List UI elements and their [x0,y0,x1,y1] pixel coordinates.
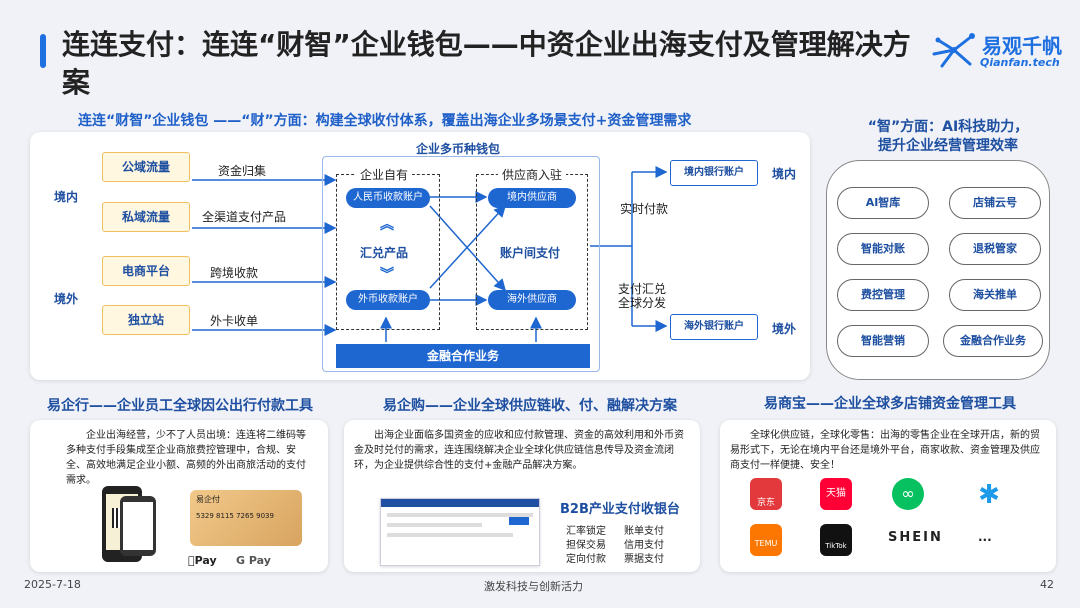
fx-down-icon: ︾ [380,267,394,283]
fx-product-label: 汇兑产品 [360,246,409,260]
cashier-screenshot [380,498,540,566]
flow-fund-collection: 资金归集 [218,164,267,178]
smart-section-heading-1: “智”方面：AI科技助力， [867,119,1029,135]
smart-item-marketing: 智能营销 [837,325,929,357]
rmb-account: 人民币收款账户 [346,188,430,208]
wallet-frame [322,156,600,372]
feature-bill-note: 票据支付 [624,554,664,565]
card-travel-title: 易企行——企业员工全球因公出行付款工具 [47,398,313,414]
overseas-bank-account: 海外银行账户 [670,314,758,340]
tiktok-logo: TikTok [820,524,852,556]
label-fx-1: 支付汇兑 [618,282,667,296]
foreign-currency-account: 外币收款账户 [346,290,430,310]
right-region-domestic: 境内 [772,167,797,181]
google-pay-logo: G Pay [236,554,271,567]
wallet-title: 企业多币种钱包 [416,142,501,156]
feature-bill-pay: 账单支付 [624,526,664,537]
wallet-section-heading: 连连“财智”企业钱包 ——“财”方面：构建全球收付体系，覆盖出海企业多场景支付+… [78,113,692,129]
region-overseas: 境外 [54,292,79,306]
feature-directed-pay: 定向付款 [566,554,606,565]
card-store-title: 易商宝——企业全球多店铺资金管理工具 [764,396,1016,412]
smart-item-customs: 海关推单 [949,279,1041,311]
inter-account-label: 账户间支付 [500,246,561,260]
temu-logo: TEMU [750,524,782,556]
jd-logo: 京东 [750,478,782,510]
region-domestic: 境内 [54,190,79,204]
smart-item-reconciliation: 智能对账 [837,233,929,265]
footer-page-number: 42 [1040,578,1054,591]
fx-up-icon: ︽ [380,217,394,233]
ecommerce-app-icon: ✱ [978,480,1000,510]
footer-date: 2025-7-18 [24,578,81,591]
flow-cross-border: 跨境收款 [210,266,259,280]
mini-program-icon: ∞ [892,478,924,510]
supplier-group-title: 供应商入驻 [498,166,567,183]
finance-cooperation-bar: 金融合作业务 [336,344,590,368]
qianfan-logo: 易观千帆 Qianfan.tech [932,30,1072,74]
label-realtime-payment: 实时付款 [620,202,669,216]
logo-text-en: Qianfan.tech [980,56,1060,69]
smart-item-expense-control: 费控管理 [837,279,929,311]
card-travel-text: 企业出海经营，少不了人员出境：连连将二维码等多种支付手段集成至企业商旅费控管理中… [66,430,306,486]
qianfan-logo-mark [932,33,975,68]
apple-pay-logo: Pay [188,554,217,567]
shein-logo: SHEIN [888,530,943,545]
more-platforms: ... [978,530,992,544]
card-travel: 企业出海经营，少不了人员出境：连连将二维码等多种支付手段集成至企业商旅费控管理中… [30,420,328,572]
apple-icon:  [188,554,195,567]
smart-item-ai-library: AI智库 [837,187,929,219]
logo-text-cn: 易观千帆 [982,34,1062,58]
card-store-text: 全球化供应链，全球化零售：出海的零售企业在全球开店，新的贸易形式下，无论在境内平… [730,430,1040,471]
b2b-cashier-title: B2B产业支付收银台 [560,502,680,517]
tmall-logo: 天猫 [820,478,852,510]
smart-item-tax-refund: 退税管家 [949,233,1041,265]
smart-item-finance: 金融合作业务 [943,325,1043,357]
flow-omnichannel: 全渠道支付产品 [202,210,287,224]
source-independent-site: 独立站 [102,305,190,335]
card-procure-text: 出海企业面临多国资金的应收和应付款管理、资金的高效利用和外币资金及时兑付的需求，… [354,430,684,471]
card-procure: 出海企业面临多国资金的应收和应付款管理、资金的高效利用和外币资金及时兑付的需求，… [344,420,700,572]
source-public-traffic: 公域流量 [102,152,190,182]
label-fx-2: 全球分发 [618,296,667,310]
footer-slogan: 激发科技与创新活力 [484,580,583,593]
title-accent-bar [40,34,46,68]
flow-card-acquiring: 外卡收单 [210,314,259,328]
corporate-card: 易企付 5329 8115 7265 9039 [190,490,302,546]
corporate-card-number: 5329 8115 7265 9039 [196,512,274,520]
domestic-bank-account: 境内银行账户 [670,160,758,186]
overseas-supplier: 海外供应商 [488,290,576,310]
feature-rate-lock: 汇率锁定 [566,526,606,537]
feature-credit-pay: 信用支付 [624,540,664,551]
phone-image-2 [120,496,156,556]
smart-section-heading-2: 提升企业经营管理效率 [878,138,1018,154]
source-private-traffic: 私域流量 [102,202,190,232]
page-title: 连连支付：连连“财智”企业钱包——中资企业出海支付及管理解决方案 [62,28,911,99]
smart-item-store-cloud: 店铺云号 [949,187,1041,219]
card-store: 全球化供应链，全球化零售：出海的零售企业在全球开店，新的贸易形式下，无论在境内平… [720,420,1056,572]
corporate-card-name: 易企付 [196,495,220,504]
smart-tools-panel: AI智库 店铺云号 智能对账 退税管家 费控管理 海关推单 智能营销 金融合作业… [826,160,1050,380]
right-region-overseas: 境外 [772,322,797,336]
card-procure-title: 易企购——企业全球供应链收、付、融解决方案 [383,398,677,414]
domestic-supplier: 境内供应商 [488,188,576,208]
own-accounts-title: 企业自有 [356,166,413,183]
feature-escrow: 担保交易 [566,540,606,551]
source-ecommerce: 电商平台 [102,256,190,286]
apple-pay-text: Pay [188,554,217,567]
